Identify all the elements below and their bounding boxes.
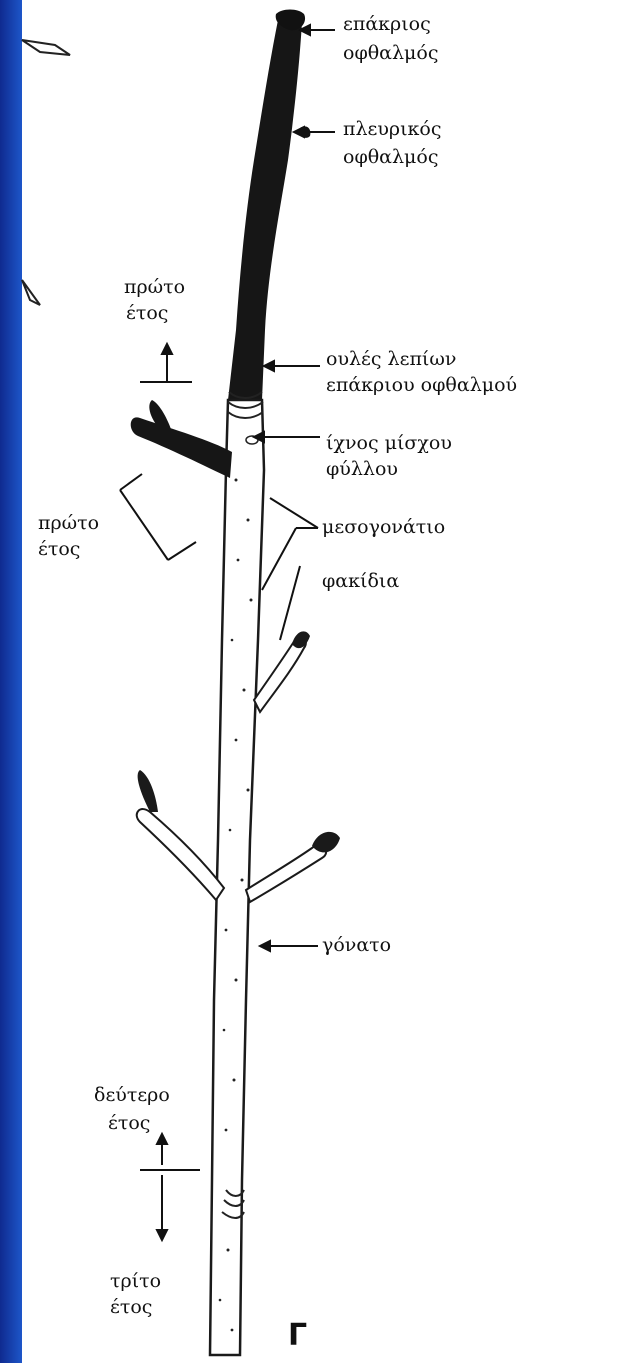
label-internode: μεσογονάτιο [322, 516, 445, 538]
label-first-year-side-2: έτος [38, 538, 80, 560]
label-lenticels: φακίδια [322, 570, 399, 592]
label-bud-scale-scar-2: επάκριου οφθαλμού [326, 374, 517, 396]
label-leaf-scar-1: ίχνος μίσχου [326, 432, 452, 454]
label-lateral-bud-1: πλευρικός [343, 118, 442, 140]
label-bud-scale-scar-1: ουλές λεπίων [326, 348, 456, 370]
label-first-year-top-1: πρώτο [124, 276, 185, 298]
right-lower-branch-bud [312, 832, 340, 853]
label-second-year-2: έτος [108, 1112, 150, 1134]
left-lower-branch-bud [138, 770, 158, 812]
short-spur-bud [292, 631, 310, 648]
label-third-year-1: τρίτο [110, 1270, 161, 1292]
label-lateral-bud-2: οφθαλμός [343, 146, 438, 168]
label-terminal-bud-2: οφθαλμός [343, 42, 438, 64]
label-third-year-2: έτος [110, 1296, 152, 1318]
label-node: γόνατο [322, 934, 391, 956]
label-first-year-side-1: πρώτο [38, 512, 99, 534]
dark-side-branch [131, 417, 232, 478]
label-first-year-top-2: έτος [126, 302, 168, 324]
right-lower-branch [246, 845, 326, 902]
label-second-year-1: δεύτερο [94, 1084, 170, 1106]
left-lower-branch [137, 809, 224, 900]
figure-letter: Γ [288, 1318, 307, 1353]
label-leaf-scar-2: φύλλου [326, 458, 398, 480]
older-stem [210, 400, 264, 1355]
leaf-fragment-left [22, 280, 40, 305]
label-terminal-bud-1: επάκριος [343, 13, 431, 35]
leaf-fragment-top [22, 40, 70, 55]
first-year-shoot [228, 20, 302, 400]
